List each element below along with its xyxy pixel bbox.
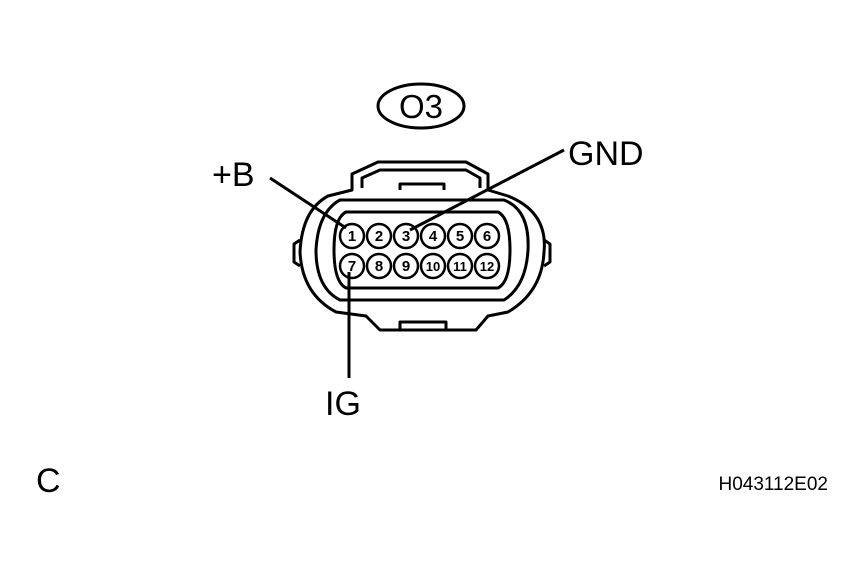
pin-4 [419, 222, 447, 250]
pin-6 [473, 222, 501, 250]
pin-number-12: 12 [480, 259, 494, 274]
pin-row-bottom [338, 252, 501, 280]
pin-7 [338, 252, 366, 280]
connector-housing [292, 160, 552, 332]
pin-number-4: 4 [429, 228, 438, 245]
pin-row-top [338, 222, 501, 250]
connector-id-ellipse [376, 82, 466, 130]
pin-number-5: 5 [456, 228, 464, 245]
connector-id-label: O3 [399, 88, 443, 125]
pin-5 [446, 222, 474, 250]
label-gnd: GND [568, 135, 644, 173]
pin-number-11: 11 [453, 259, 467, 274]
pin-9 [392, 252, 420, 280]
label-plus-b: +B [212, 156, 255, 194]
pin-number-6: 6 [483, 228, 491, 245]
leader-gnd [409, 148, 565, 232]
view-letter: C [36, 462, 61, 500]
label-ig: IG [325, 385, 361, 423]
figure-code: H043112E02 [718, 474, 828, 495]
pin-number-1: 1 [348, 228, 356, 245]
pin-number-3: 3 [402, 228, 410, 245]
pin-2 [365, 222, 393, 250]
pin-8 [365, 252, 393, 280]
pin-11 [446, 252, 474, 280]
pin-number-8: 8 [375, 258, 383, 275]
pin-1 [338, 222, 366, 250]
pin-number-2: 2 [375, 228, 383, 245]
pin-12 [473, 252, 501, 280]
pin-10 [419, 252, 447, 280]
leader-plus-b [269, 176, 347, 230]
pin-number-10: 10 [426, 259, 440, 274]
pin-number-7: 7 [348, 258, 356, 275]
pin-number-9: 9 [402, 258, 410, 275]
